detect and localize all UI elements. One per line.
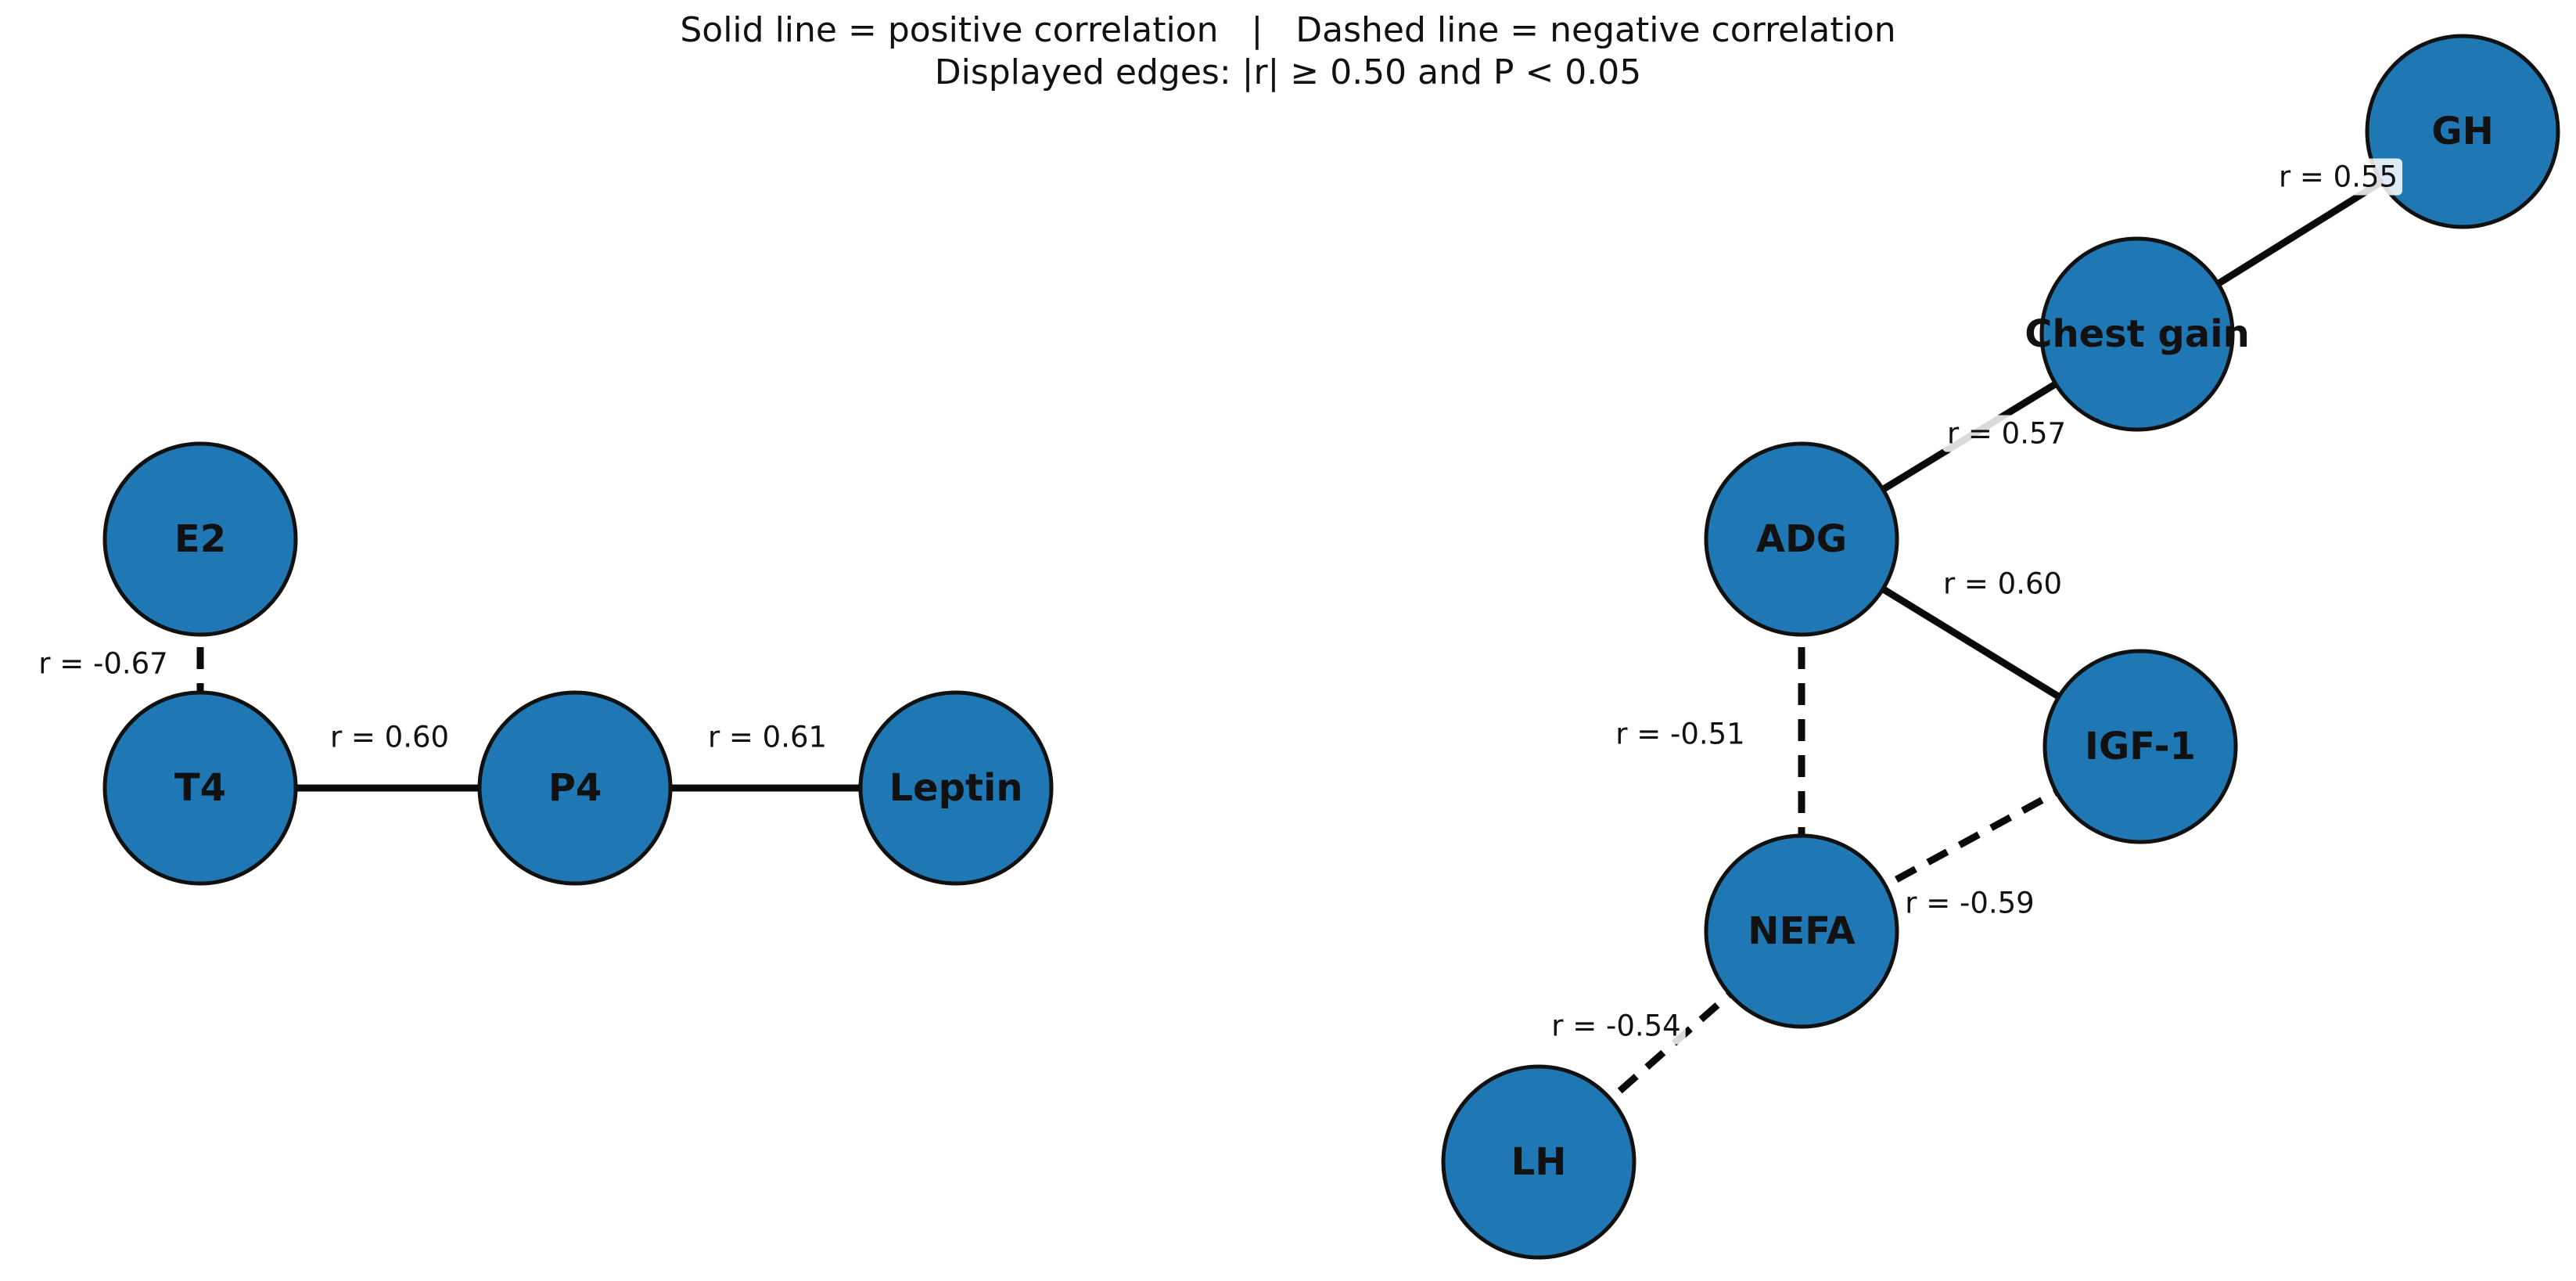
node-p4: P4 xyxy=(477,690,673,886)
node-circle xyxy=(477,690,673,886)
node-label: T4 xyxy=(174,766,226,810)
edge-label-background xyxy=(1611,715,1750,753)
node-label: IGF-1 xyxy=(2085,725,2196,768)
node-label: LH xyxy=(1511,1140,1567,1184)
node-lh: LH xyxy=(1441,1064,1636,1260)
node-circle xyxy=(1704,441,1899,637)
node-leptin: Leptin xyxy=(858,690,1054,886)
node-circle xyxy=(102,441,298,637)
node-label: GH xyxy=(2431,110,2494,153)
node-igf-1: IGF-1 xyxy=(2042,649,2238,844)
edge-label-adg-chest-gain: r = 0.57 xyxy=(1942,415,2071,452)
edge-labels-layer: r = -0.67 r = 0.60 r = 0.61 r = 0.55 r = 0.5… xyxy=(34,158,2403,1045)
edge-label-background xyxy=(1938,565,2068,603)
edge-label-background xyxy=(1900,884,2039,922)
node-e2: E2 xyxy=(102,441,298,637)
node-label: Leptin xyxy=(889,766,1022,810)
edge-label-text: r = 0.57 xyxy=(1947,417,2066,451)
edge-label-text: r = -0.54 xyxy=(1551,1009,1680,1043)
node-circle xyxy=(2042,649,2238,844)
edge-nefa-igf-1-negative xyxy=(1799,743,2143,934)
edge-label-background xyxy=(34,645,173,682)
edge-label-text: r = 0.60 xyxy=(330,721,449,754)
edge-label-background xyxy=(1547,1007,1686,1045)
edge-label-background xyxy=(702,718,832,756)
edge-label-background xyxy=(2273,158,2403,196)
node-label: ADG xyxy=(1756,517,1847,561)
legend-line-threshold: Displayed edges: |r| ≥ 0.50 and P < 0.05 xyxy=(934,52,1642,92)
edge-label-chest-gain-gh: r = 0.55 xyxy=(2273,158,2403,196)
edge-label-text: r = -0.67 xyxy=(38,647,167,681)
edge-label-text: r = -0.51 xyxy=(1615,718,1744,751)
node-adg: ADG xyxy=(1704,441,1899,637)
edge-label-lh-nefa: r = -0.54 xyxy=(1547,1007,1686,1045)
edge-label-adg-nefa: r = -0.51 xyxy=(1611,715,1750,753)
edge-label-text: r = 0.55 xyxy=(2279,160,2398,194)
edge-label-e2-t4: r = -0.67 xyxy=(34,645,173,682)
edge-label-background xyxy=(1942,415,2071,452)
node-circle xyxy=(102,690,298,886)
edge-label-nefa-igf-1: r = -0.59 xyxy=(1900,884,2039,922)
node-label: P4 xyxy=(548,766,602,810)
legend-header: Solid line = positive correlation | Dash… xyxy=(0,9,2576,94)
node-circle xyxy=(2039,236,2235,432)
node-gh: GH xyxy=(2365,34,2560,229)
node-circle xyxy=(858,690,1054,886)
edge-label-text: r = -0.59 xyxy=(1905,887,2034,920)
node-nefa: NEFA xyxy=(1704,833,1899,1029)
node-circle xyxy=(1441,1064,1636,1260)
node-circle xyxy=(2365,34,2560,229)
edge-label-t4-p4: r = 0.60 xyxy=(325,718,454,756)
edge-label-text: r = 0.60 xyxy=(1943,567,2062,601)
legend-line-styles: Solid line = positive correlation | Dash… xyxy=(680,10,1896,50)
edge-label-background xyxy=(325,718,454,756)
node-label: NEFA xyxy=(1748,909,1855,953)
node-chest-gain: Chest gain xyxy=(2025,236,2250,432)
node-t4: T4 xyxy=(102,690,298,886)
edge-label-adg-igf-1: r = 0.60 xyxy=(1938,565,2068,603)
node-circle xyxy=(1704,833,1899,1029)
node-label: E2 xyxy=(174,517,226,561)
edge-label-text: r = 0.61 xyxy=(708,721,827,754)
node-label: Chest gain xyxy=(2025,312,2250,356)
edge-label-p4-leptin: r = 0.61 xyxy=(702,718,832,756)
